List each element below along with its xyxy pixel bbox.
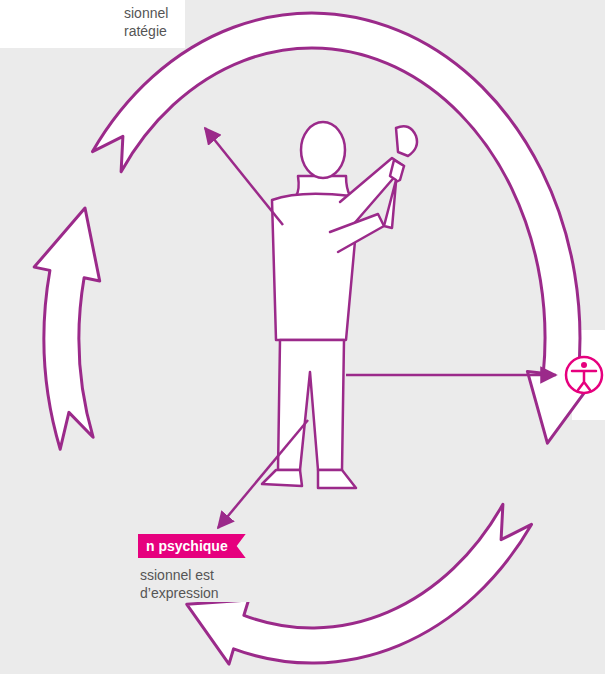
worker-figure [262,122,417,488]
body-text: sionnel ratégie [124,4,168,40]
tag-label: n psychique ssionnel est d’expression [138,534,254,602]
white-panel [0,0,185,48]
body-text: ssionnel est d’expression [138,566,254,602]
accessibility-icon [566,357,602,393]
tag-heading: n psychique [138,534,246,558]
text-panel: sionnel ratégie [124,4,168,40]
cycle-ring [34,13,594,664]
pointer-arrow [205,128,556,528]
cycle-arrow [34,208,100,449]
